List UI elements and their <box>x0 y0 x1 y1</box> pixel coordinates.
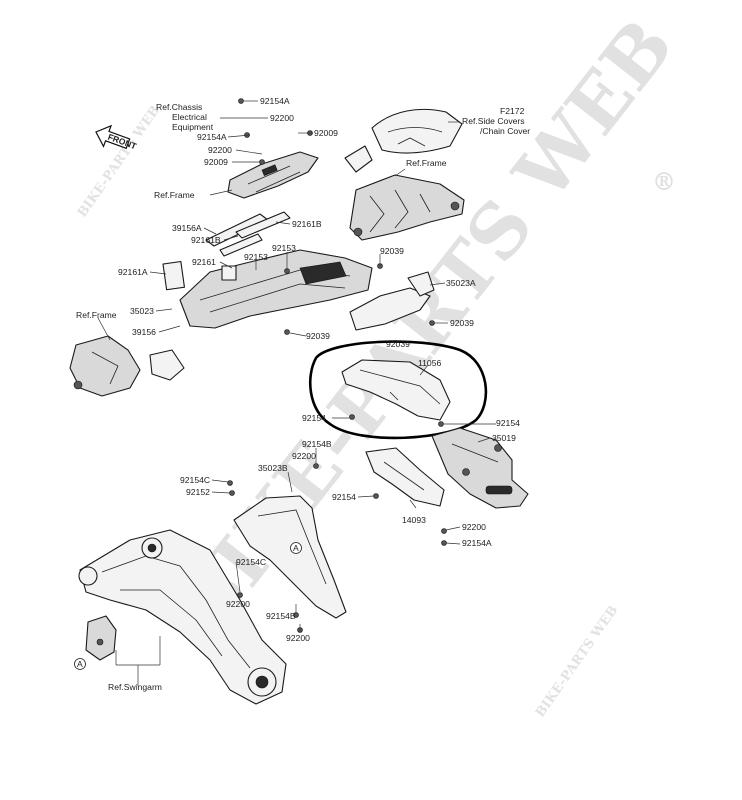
marker-a-right: A <box>290 542 302 554</box>
label-92154C-mid: 92154C <box>236 557 266 567</box>
rear-frame-bracket <box>349 174 465 241</box>
left-frame-bracket <box>69 335 185 397</box>
side-piece-35023A <box>349 271 435 331</box>
label-92009-right: 92009 <box>314 128 338 138</box>
label-ref-swingarm: Ref.Swingarm <box>108 682 162 692</box>
foam-pads <box>205 211 291 257</box>
label-ref-side-covers: Ref.Side Covers <box>462 116 525 126</box>
marker-a-left-label: A <box>77 659 83 669</box>
label-39156A: 39156A <box>172 223 202 233</box>
swingarm-bracket-left <box>85 615 117 661</box>
watermark-small-bottom-right: BIKE-PARTS WEB <box>533 603 621 720</box>
label-92039-top: 92039 <box>380 246 404 256</box>
label-92161B-b: 92161B <box>191 235 221 245</box>
label-35019: 35019 <box>492 433 516 443</box>
hardware-bolts <box>227 98 447 633</box>
label-electrical: Electrical <box>172 112 207 122</box>
label-92200-mid: 92200 <box>208 145 232 155</box>
label-92154B-top: 92154B <box>302 439 332 449</box>
label-92154-center: 92154 <box>332 492 356 502</box>
label-ref-frame-far-left: Ref.Frame <box>76 310 117 320</box>
side-cover-top-right <box>344 108 463 173</box>
label-92154-left: 92154 <box>302 413 326 423</box>
label-equipment: Equipment <box>172 122 214 132</box>
label-92200-e: 92200 <box>286 633 310 643</box>
label-92200-c: 92200 <box>462 522 486 532</box>
label-chain-cover: /Chain Cover <box>480 126 530 136</box>
watermark-small-top-left: BIKE-PARTS WEB <box>75 103 163 220</box>
label-92161: 92161 <box>192 257 216 267</box>
label-92154A-top: 92154A <box>260 96 290 106</box>
label-11056: 11056 <box>418 358 441 368</box>
label-35023A: 35023A <box>446 278 476 288</box>
chain-cover-35023B <box>233 495 347 619</box>
label-92039-mid: 92039 <box>306 331 330 341</box>
label-92161B-a: 92161B <box>292 219 322 229</box>
marker-a-right-label: A <box>293 543 299 553</box>
label-92154C-top: 92154C <box>180 475 210 485</box>
leader-lines <box>97 100 496 686</box>
label-ref-frame-left: Ref.Frame <box>154 190 195 200</box>
marker-a-left: A <box>74 658 86 670</box>
swingarm <box>78 529 287 705</box>
label-92154B-mid: 92154B <box>266 611 296 621</box>
label-92154-right: 92154 <box>496 418 520 428</box>
label-92039-right: 92039 <box>450 318 474 328</box>
undertray-main <box>162 249 373 329</box>
label-92009-left: 92009 <box>204 157 228 167</box>
label-35023: 35023 <box>130 306 154 316</box>
electrical-bracket <box>227 151 319 199</box>
rear-fender-35019 <box>431 427 529 509</box>
inner-fender-11056 <box>341 359 451 421</box>
label-92153-a: 92153 <box>272 243 296 253</box>
part-labels: 92154A Ref.Chassis Electrical Equipment … <box>76 96 530 692</box>
watermark-registered: ® <box>652 167 676 196</box>
label-92200-d: 92200 <box>226 599 250 609</box>
mudguard-14093 <box>365 447 445 507</box>
label-ref-frame-right: Ref.Frame <box>406 158 447 168</box>
label-35023B: 35023B <box>258 463 288 473</box>
label-92161A: 92161A <box>118 267 148 277</box>
label-92039-center: 92039 <box>386 339 410 349</box>
highlight-ellipse <box>308 340 488 440</box>
label-92200-b: 92200 <box>292 451 316 461</box>
label-92154A-bottom: 92154A <box>462 538 492 548</box>
label-92154A-mid: 92154A <box>197 132 227 142</box>
label-39156: 39156 <box>132 327 156 337</box>
label-f2172: F2172 <box>500 106 525 116</box>
label-92200-top: 92200 <box>270 113 294 123</box>
label-92152: 92152 <box>186 487 210 497</box>
label-92153-b: 92153 <box>244 252 268 262</box>
label-14093: 14093 <box>402 515 426 525</box>
label-ref-chassis: Ref.Chassis <box>156 102 202 112</box>
